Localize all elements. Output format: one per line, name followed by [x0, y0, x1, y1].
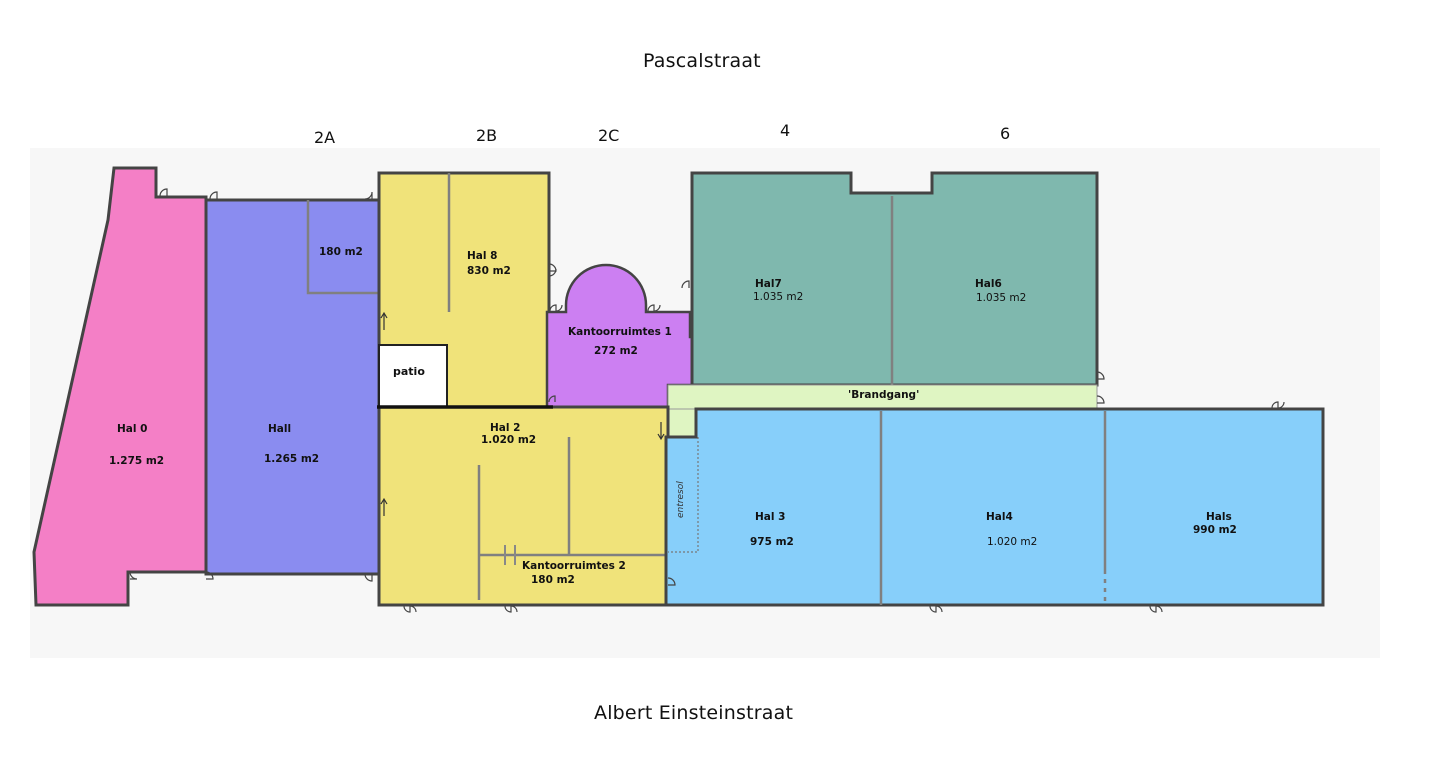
hal5-area: 990 m2: [1193, 524, 1237, 536]
room-hal-7-6[interactable]: [690, 171, 1099, 387]
unit-number-2b: 2B: [476, 126, 498, 145]
hal8-area: 830 m2: [467, 265, 511, 277]
unit-number-2a: 2A: [314, 128, 336, 147]
hall-area: 1.265 m2: [264, 453, 319, 465]
hal3-area: 975 m2: [750, 536, 794, 548]
door-symbols: [129, 188, 1285, 613]
room-brandgang[interactable]: [667, 384, 1098, 410]
brandgang-corner: [667, 408, 697, 438]
hal6-area: 1.035 m2: [976, 292, 1026, 304]
small-office-area: 180 m2: [319, 246, 363, 258]
street-name-top: Pascalstraat: [643, 50, 761, 72]
hall-name: Hall: [268, 423, 291, 435]
unit-number-2c: 2C: [598, 126, 620, 145]
entresol-label: entresol: [676, 481, 686, 518]
arrow-symbols: [380, 311, 665, 516]
hal3-name: Hal 3: [755, 511, 785, 523]
room-hal-0[interactable]: [32, 166, 208, 607]
hal0-name: Hal 0: [117, 423, 147, 435]
room-hall[interactable]: [204, 198, 381, 576]
kantoor2-name: Kantoorruimtes 2: [522, 560, 626, 572]
hal6-name: Hal6: [975, 278, 1002, 290]
street-name-bottom: Albert Einsteinstraat: [594, 702, 794, 724]
kantoor2-area: 180 m2: [531, 574, 575, 586]
hal5-name: Hals: [1206, 511, 1232, 523]
hal4-area: 1.020 m2: [987, 536, 1037, 548]
patio-label: patio: [393, 365, 425, 378]
patio: [378, 344, 448, 408]
hal7-area: 1.035 m2: [753, 291, 803, 303]
room-hal-3-4-5[interactable]: [664, 407, 1325, 607]
kantoor1-name: Kantoorruimtes 1: [568, 326, 672, 338]
hal4-name: Hal4: [986, 511, 1013, 523]
unit-number-4: 4: [780, 121, 791, 140]
hal2-area: 1.020 m2: [481, 434, 536, 446]
hal0-area: 1.275 m2: [109, 455, 164, 467]
kantoor1-area: 272 m2: [594, 345, 638, 357]
unit-number-6: 6: [1000, 124, 1011, 143]
hal2-name: Hal 2: [490, 422, 520, 434]
hal7-name: Hal7: [755, 278, 782, 290]
hal8-name: Hal 8: [467, 250, 497, 262]
brandgang-label: 'Brandgang': [848, 389, 919, 401]
wall-small-office: [306, 200, 379, 295]
room-kantoorruimtes-1[interactable]: [545, 263, 694, 409]
